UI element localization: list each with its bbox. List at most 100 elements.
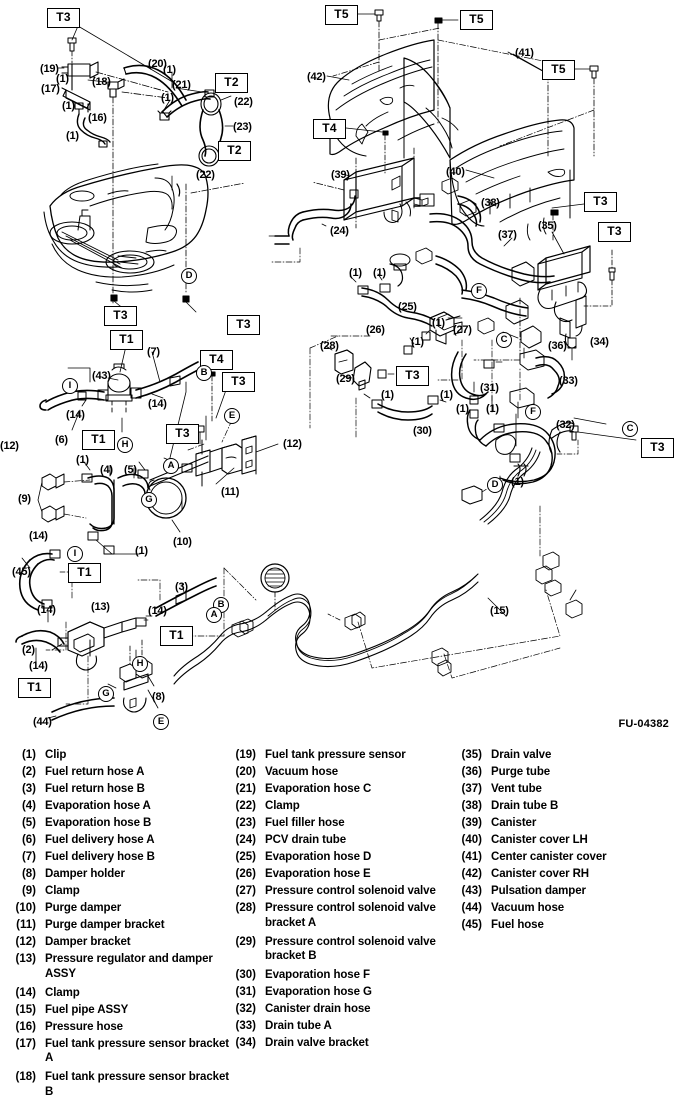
legend-item-label: Drain valve bracket — [265, 1037, 369, 1049]
legend-item-number: (40) — [461, 834, 482, 846]
part-callout-14: (14) — [148, 398, 167, 410]
legend-item-label: Canister cover LH — [491, 834, 588, 846]
legend-row: (24) PCV drain tube — [226, 833, 448, 848]
ring-marker-b: B — [196, 365, 212, 381]
legend-item-label: Fuel delivery hose B — [45, 851, 155, 863]
legend-item-number: (30) — [235, 969, 256, 981]
legend-item-number: (5) — [21, 817, 36, 829]
part-callout-9: (9) — [18, 493, 31, 505]
part-callout-21: (21) — [172, 79, 191, 91]
part-callout-34: (34) — [590, 336, 609, 348]
part-callout-40: (40) — [446, 166, 465, 178]
legend-row: (33)Drain tube A — [226, 1019, 448, 1034]
legend-row: (36) Purge tube — [452, 765, 674, 780]
part-callout: (1) — [432, 317, 445, 329]
legend-item-number: (36) — [461, 766, 482, 778]
legend-item-label: Fuel return hose A — [45, 766, 145, 778]
legend-row: (14)Clamp — [6, 986, 231, 1001]
part-callout-24: (24) — [330, 225, 349, 237]
legend-row: (39)Canister — [452, 816, 674, 831]
torque-box-t3: T3 — [584, 192, 617, 212]
legend-item-label: Purge tube — [491, 766, 551, 778]
legend-item-label: Pressure regulator and damper ASSY — [45, 953, 213, 980]
part-callout-26: (26) — [366, 324, 385, 336]
legend-item-number: (16) — [15, 1020, 36, 1033]
part-callout-10: (10) — [173, 536, 192, 548]
legend-row: (38)Drain tube B — [452, 799, 674, 814]
legend-row: (35)Drain valve — [452, 748, 674, 763]
part-callout: (1) — [76, 454, 89, 466]
legend-item-number: (24) — [235, 834, 256, 846]
legend-row: (4)Evaporation hose A — [6, 799, 231, 814]
torque-box-t2: T2 — [215, 73, 248, 93]
legend-row: (5)Evaporation hose B — [6, 816, 231, 831]
legend-item-label: Fuel delivery hose A — [45, 834, 155, 846]
legend-item-number: (3) — [21, 783, 36, 795]
legend-item-number: (42) — [461, 868, 482, 880]
legend-row: (26)Evaporation hose E — [226, 867, 448, 882]
legend-row: (9)Clamp — [6, 884, 231, 899]
legend-row: (43)Pulsation damper — [452, 884, 674, 899]
part-callout: (1) — [161, 92, 174, 104]
legend-item-label: Evaporation hose G — [265, 986, 372, 998]
torque-box-t3: T3 — [641, 438, 674, 458]
part-callout-29: (29) — [336, 373, 355, 385]
legend-item-label: Pressure control solenoid valve bracket … — [265, 935, 436, 963]
legend-row: (30)Evaporation hose F — [226, 968, 448, 983]
legend-row: (27)Pressure control solenoid valve — [226, 884, 448, 899]
part-callout: (1) — [511, 476, 524, 488]
legend-item-number: (17) — [15, 1037, 36, 1050]
torque-box-t5: T5 — [542, 60, 575, 80]
legend-item-label: Drain valve — [491, 749, 552, 761]
torque-box-t3: T3 — [396, 366, 429, 386]
legend-item-number: (25) — [235, 851, 256, 863]
legend-item-number: (8) — [21, 868, 36, 880]
ring-marker-f: F — [471, 283, 487, 299]
torque-box-t3: T3 — [598, 222, 631, 242]
ring-marker-c: C — [622, 421, 638, 437]
part-callout-38: (38) — [481, 197, 500, 209]
legend-item-number: (32) — [235, 1003, 256, 1015]
parts-legend: (1)Clip(2)Fuel return hose A(3)Fuel retu… — [0, 748, 679, 1098]
ring-marker-g: G — [98, 686, 114, 702]
torque-box-t5: T5 — [460, 10, 493, 30]
legend-row: (19)Fuel tank pressure sensor — [226, 748, 448, 763]
legend-item-label: PCV drain tube — [265, 834, 347, 846]
part-callout: (1) — [486, 403, 499, 415]
part-callout-2: (2) — [22, 644, 35, 656]
legend-row: (22)Clamp — [226, 799, 448, 814]
part-callout-41: (41) — [515, 47, 534, 59]
part-callout: (1) — [411, 336, 424, 348]
legend-row: (25)Evaporation hose D — [226, 850, 448, 865]
legend-item-label: Fuel hose — [491, 919, 544, 931]
part-callout-19: (19) — [40, 63, 59, 75]
part-callout-32: (32) — [556, 419, 575, 431]
ring-marker-f: F — [525, 404, 541, 420]
legend-item-number: (33) — [235, 1020, 256, 1032]
legend-row: (29)Pressure control solenoid valve brac… — [226, 935, 448, 964]
legend-row: (6)Fuel delivery hose A — [6, 833, 231, 848]
legend-item-number: (26) — [235, 868, 256, 880]
legend-column-2: (19)Fuel tank pressure sensor(20)Vacuum … — [226, 748, 448, 1053]
legend-item-number: (20) — [235, 766, 256, 778]
ring-marker-g: G — [141, 492, 157, 508]
part-callout-14: (14) — [66, 409, 85, 421]
part-callout-25: (25) — [398, 301, 417, 313]
ring-marker-c: C — [496, 332, 512, 348]
legend-item-label: Canister cover RH — [491, 868, 590, 880]
ring-marker-e: E — [153, 714, 169, 730]
legend-item-label: Pressure control solenoid valve — [265, 885, 436, 897]
part-callout-43: (43) — [92, 370, 111, 382]
legend-item-label: Clamp — [45, 885, 80, 897]
legend-row: (23)Fuel filler hose — [226, 816, 448, 831]
legend-item-number: (11) — [16, 919, 36, 931]
part-callout-17: (17) — [41, 83, 60, 95]
legend-item-number: (21) — [235, 783, 256, 795]
part-callout-27: (27) — [453, 324, 472, 336]
part-callout-18: (18) — [92, 76, 111, 88]
legend-row: (11)Purge damper bracket — [6, 918, 231, 933]
exploded-view-diagram: (1) (1) (1) (1) (1) (16) (17) (18) (19) … — [0, 5, 674, 730]
legend-item-label: Clamp — [45, 986, 80, 999]
ring-marker-d: D — [487, 477, 503, 493]
legend-row: (40) Canister cover LH — [452, 833, 674, 848]
